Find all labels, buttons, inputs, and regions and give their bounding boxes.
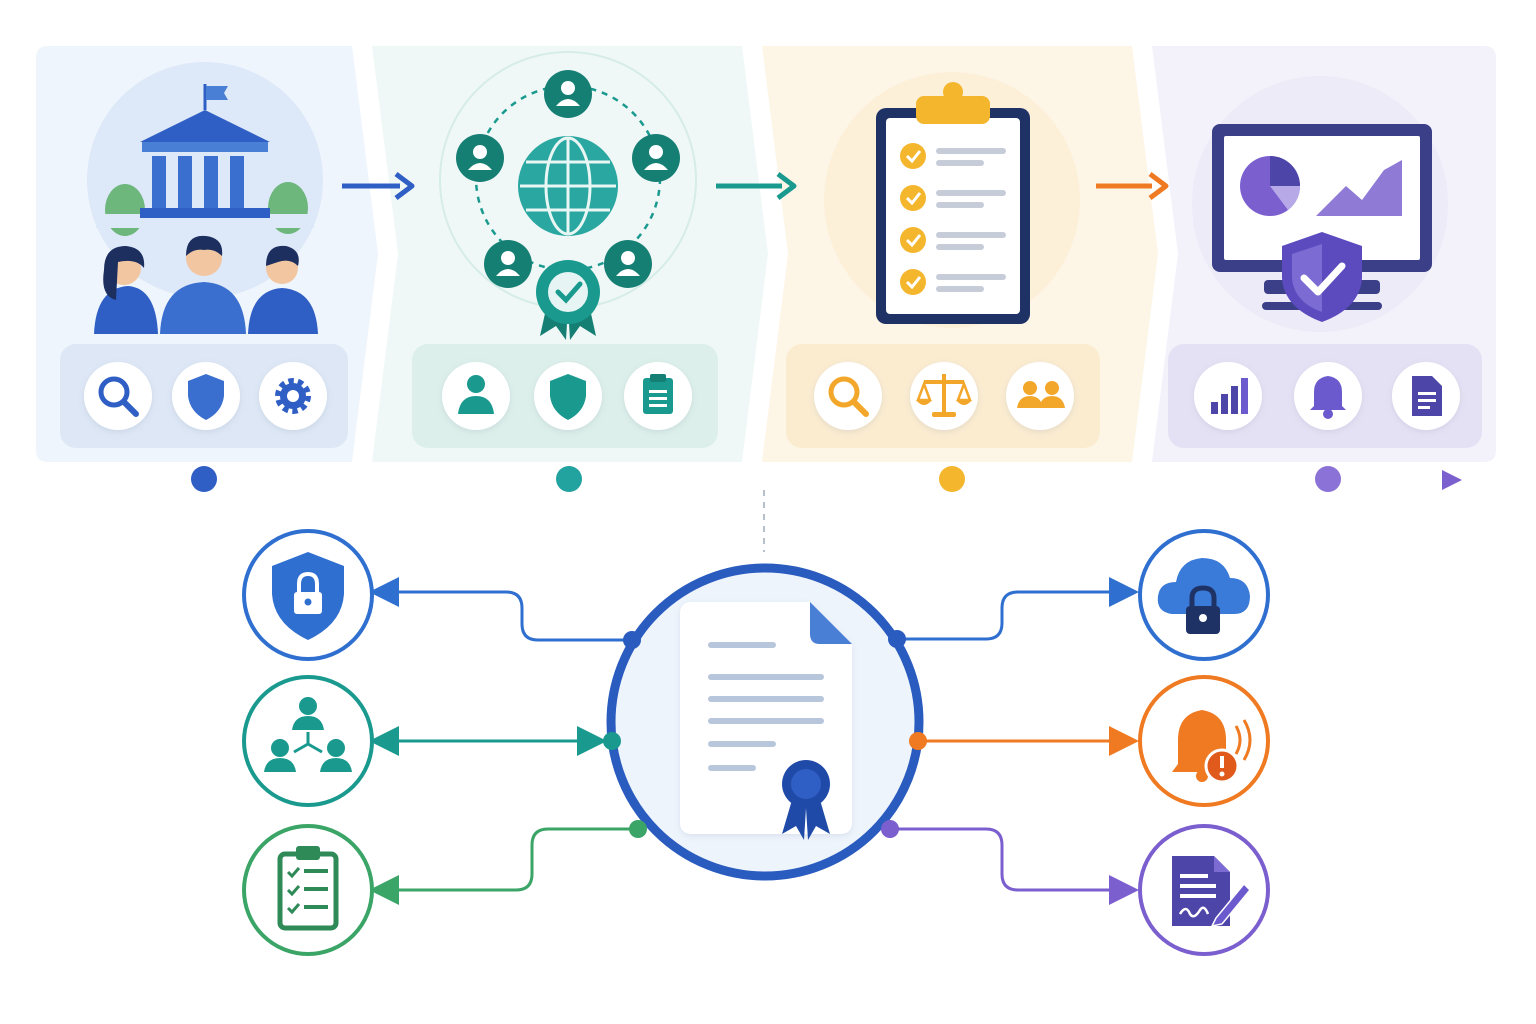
timeline-marker-monitoring[interactable]	[1315, 466, 1341, 492]
checklist-node[interactable]	[242, 824, 374, 956]
checklist-clipboard-icon	[824, 72, 1080, 328]
gear-icon[interactable]	[259, 362, 327, 430]
search-icon[interactable]	[814, 362, 882, 430]
certified-document-hub[interactable]	[603, 563, 927, 881]
signed-document-node[interactable]	[1138, 824, 1270, 956]
certified-badge-icon	[536, 260, 600, 340]
team-hierarchy-node[interactable]	[242, 675, 374, 807]
checklist-icon	[277, 846, 339, 931]
shield-icon[interactable]	[172, 362, 240, 430]
cloud-lock-node[interactable]	[1138, 529, 1270, 661]
shield-icon[interactable]	[534, 362, 602, 430]
connector-shield-lock	[369, 577, 632, 642]
signed-document-icon	[1172, 856, 1252, 928]
secure-dashboard-monitor-icon	[1192, 76, 1448, 332]
clipboard-icon[interactable]	[624, 362, 692, 430]
certified-document-icon	[680, 602, 852, 840]
global-network-certified-icon	[439, 51, 697, 340]
shield-lock-node[interactable]	[242, 529, 374, 661]
timeline-marker-governance[interactable]	[191, 466, 217, 492]
team-hierarchy-icon	[264, 697, 352, 772]
alert-bell-icon	[1172, 710, 1252, 784]
users-icon[interactable]	[1006, 362, 1074, 430]
connector-checklist	[369, 827, 638, 905]
hub-port	[888, 630, 906, 648]
connector-cloud-lock	[897, 577, 1139, 641]
hub-port	[881, 820, 899, 838]
bell-icon[interactable]	[1294, 362, 1362, 430]
document-icon[interactable]	[1392, 362, 1460, 430]
award-ribbon-icon	[782, 760, 830, 840]
checklist-items	[900, 143, 1006, 295]
timeline	[105, 466, 1462, 552]
scales-icon[interactable]	[910, 362, 978, 430]
hub-port	[909, 732, 927, 750]
timeline-marker-review[interactable]	[939, 466, 965, 492]
network-person-nodes	[456, 70, 680, 288]
connector-signed-document	[890, 827, 1139, 905]
search-icon[interactable]	[84, 362, 152, 430]
user-icon[interactable]	[442, 362, 510, 430]
hub-port	[603, 732, 621, 750]
hub-connectors	[369, 577, 1139, 905]
hub-port	[629, 820, 647, 838]
bar-chart-icon[interactable]	[1194, 362, 1262, 430]
cloud-lock-icon	[1157, 558, 1250, 634]
timeline-marker-network[interactable]	[556, 466, 582, 492]
institution-with-team-icon	[87, 62, 323, 334]
stage-transition-arrows	[342, 172, 1169, 200]
alert-bell-node[interactable]	[1138, 675, 1270, 807]
hub-port	[623, 631, 641, 649]
